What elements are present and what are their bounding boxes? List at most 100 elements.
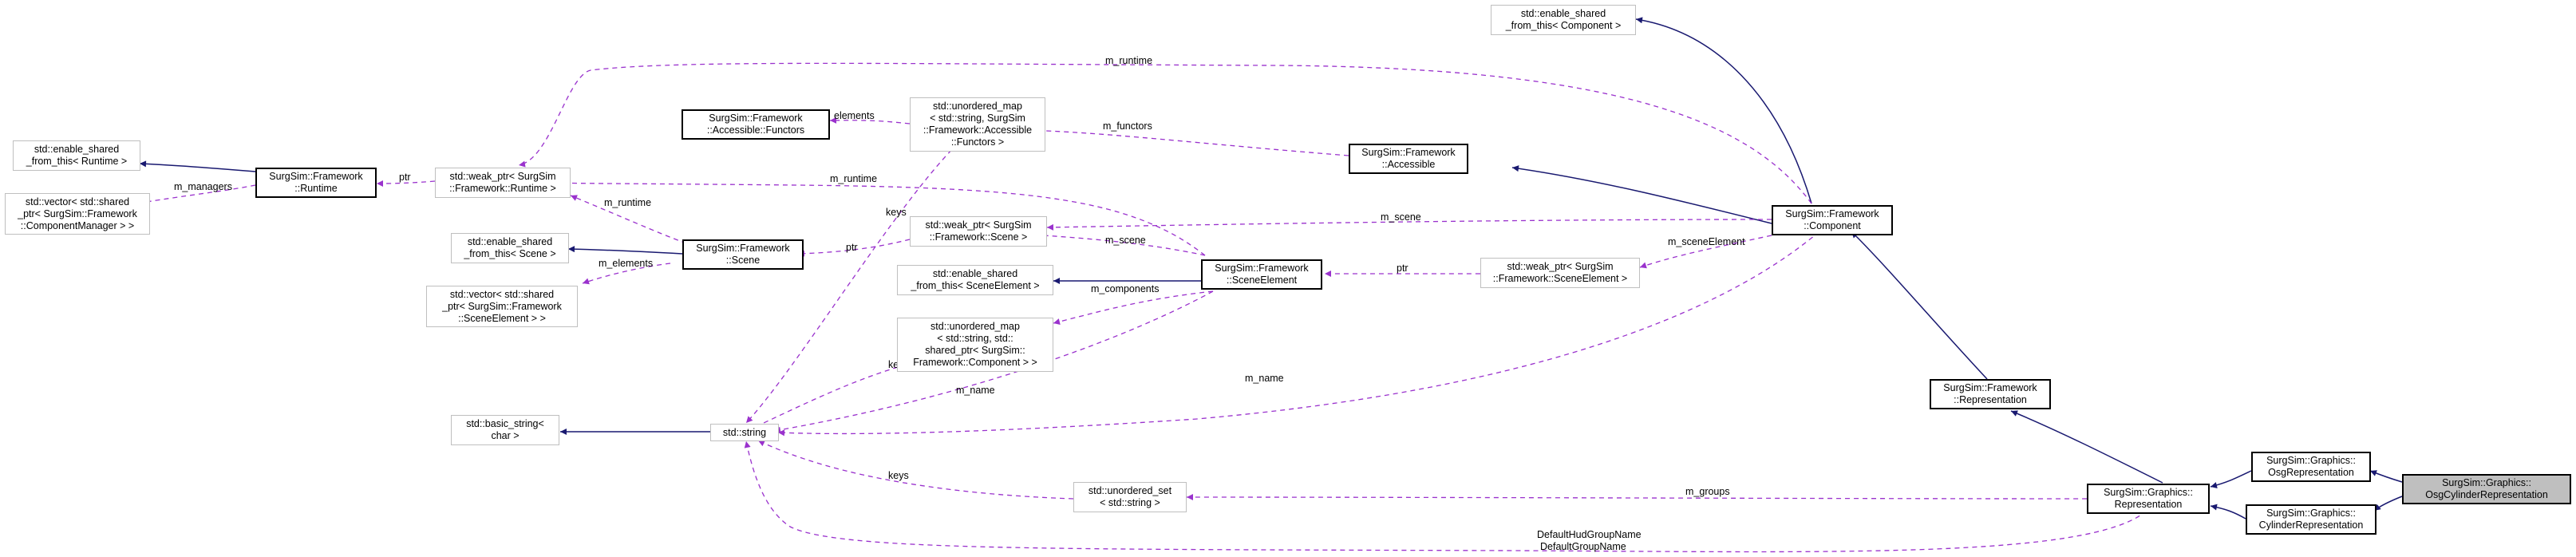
node-cylinder-representation[interactable]: SurgSim::Graphics:: CylinderRepresentati… [2246, 504, 2376, 535]
node-text: < std::string, SurgSim [930, 113, 1025, 124]
node-text: SurgSim::Framework [1943, 382, 2037, 393]
node-text: _ptr< SurgSim::Framework [442, 300, 562, 312]
label-m-name-component: m_name [1245, 373, 1284, 384]
node-text: ::Framework::Runtime > [449, 183, 556, 194]
edge-unordered-set-keys [757, 440, 1074, 500]
node-enable-shared-scene-element[interactable]: std::enable_shared _from_this< SceneElem… [897, 265, 1053, 295]
node-enable-shared-scene[interactable]: std::enable_shared _from_this< Scene > [451, 233, 569, 263]
edge-runtime-managers [136, 184, 256, 206]
node-string[interactable]: std::string [710, 424, 779, 441]
edge-component-to-accessible [1511, 165, 1772, 224]
label-default-hud-group: DefaultHudGroupName [1537, 529, 1642, 540]
edge-scene-elements [582, 263, 671, 285]
edge-scene-element-runtime-mid [550, 180, 1206, 256]
node-text: ::ComponentManager > > [20, 219, 135, 231]
node-unordered-set[interactable]: std::unordered_set < std::string > [1073, 482, 1187, 512]
node-text: SurgSim::Framework [1361, 147, 1456, 158]
node-text: SurgSim::Framework [1785, 208, 1879, 219]
node-text: std::basic_string< [466, 418, 544, 429]
edge-framework-rep-to-component [1851, 231, 1988, 380]
label-m-sceneElement: m_sceneElement [1668, 236, 1745, 247]
label-keys-functors: keys [886, 207, 907, 218]
node-accessible-functors[interactable]: SurgSim::Framework ::Accessible::Functor… [682, 109, 830, 140]
node-weak-ptr-runtime[interactable]: std::weak_ptr< SurgSim ::Framework::Runt… [435, 168, 571, 198]
node-text: std::enable_shared [932, 268, 1018, 279]
label-m-name-scene-element: m_name [956, 385, 995, 396]
label-m-runtime-top: m_runtime [1105, 55, 1152, 66]
edge-component-runtime-top [518, 62, 1812, 204]
edge-scene-element-weak-scene [1029, 231, 1206, 256]
node-text: SurgSim::Framework [269, 171, 363, 182]
node-scene[interactable]: SurgSim::Framework ::Scene [682, 239, 804, 270]
node-text: std::weak_ptr< SurgSim [925, 219, 1032, 231]
node-text: ::Scene [725, 255, 761, 266]
edge-cylinder-rep-to-graphics-rep [2210, 504, 2246, 519]
node-text: ::SceneElement [1226, 275, 1298, 286]
node-text: shared_ptr< SurgSim:: [925, 345, 1025, 356]
node-accessible[interactable]: SurgSim::Framework ::Accessible [1349, 144, 1468, 174]
node-text: < std::string > [1100, 497, 1160, 508]
node-framework-representation[interactable]: SurgSim::Framework ::Representation [1930, 379, 2051, 409]
edge-osg-cylinder-to-osg-rep [2369, 470, 2403, 483]
node-text: _from_this< Component > [1505, 20, 1622, 31]
edge-accessible-functors [1021, 127, 1349, 156]
node-basic-string[interactable]: std::basic_string< char > [451, 415, 559, 445]
node-text: SurgSim::Framework [696, 243, 790, 254]
label-m-groups: m_groups [1685, 486, 1730, 497]
node-text: ::Accessible [1381, 159, 1436, 170]
edge-scene-to-enable-shared [567, 246, 683, 255]
label-m-runtime-mid: m_runtime [830, 173, 877, 184]
label-m-managers: m_managers [174, 181, 232, 192]
edge-graphics-rep-to-framework-rep [2010, 410, 2163, 484]
edge-component-weak-scene [1046, 219, 1772, 231]
node-text: ::Component [1804, 220, 1861, 231]
node-weak-ptr-scene[interactable]: std::weak_ptr< SurgSim ::Framework::Scen… [910, 216, 1047, 247]
node-text: SurgSim::Graphics:: [2266, 455, 2356, 466]
node-text: _from_this< Scene > [464, 248, 556, 259]
node-text: ::SceneElement > > [458, 312, 546, 324]
edge-component-map-keys [749, 366, 899, 430]
node-text: std::string [722, 426, 767, 438]
node-runtime[interactable]: SurgSim::Framework ::Runtime [255, 168, 377, 198]
label-ptr-runtime: ptr [399, 172, 411, 183]
node-text: SurgSim::Framework [709, 113, 803, 124]
edge-graphics-rep-groups [1186, 494, 2088, 501]
node-text: std::unordered_set [1088, 485, 1172, 496]
node-text: SurgSim::Graphics:: [2266, 508, 2356, 519]
node-graphics-representation[interactable]: SurgSim::Graphics:: Representation [2087, 484, 2210, 514]
node-text: OsgRepresentation [2268, 467, 2354, 478]
node-text: SurgSim::Graphics:: [2442, 477, 2531, 488]
node-text: ::Runtime [294, 183, 338, 194]
node-weak-ptr-scene-element[interactable]: std::weak_ptr< SurgSim ::Framework::Scen… [1480, 258, 1640, 288]
label-elements: elements [834, 110, 875, 121]
node-unordered-map-component[interactable]: std::unordered_map < std::string, std:: … [897, 318, 1053, 372]
node-text: std::weak_ptr< SurgSim [449, 171, 556, 182]
label-default-group: DefaultGroupName [1540, 541, 1626, 552]
node-scene-element[interactable]: SurgSim::Framework ::SceneElement [1201, 259, 1322, 290]
node-text: std::vector< std::shared [25, 196, 130, 207]
node-component[interactable]: SurgSim::Framework ::Component [1772, 205, 1893, 235]
node-text: < std::string, std:: [937, 333, 1013, 344]
node-unordered-map-functors[interactable]: std::unordered_map < std::string, SurgSi… [910, 97, 1045, 152]
node-enable-shared-runtime[interactable]: std::enable_shared _from_this< Runtime > [13, 140, 140, 171]
edge-scene-runtime [570, 195, 687, 244]
label-m-runtime-scene: m_runtime [604, 197, 651, 208]
node-text: ::Functors > [950, 136, 1005, 148]
node-text: SurgSim::Graphics:: [2104, 487, 2193, 498]
label-m-scene-element: m_scene [1105, 235, 1146, 246]
label-m-scene-component: m_scene [1381, 211, 1421, 223]
node-vector-scene-element[interactable]: std::vector< std::shared _ptr< SurgSim::… [426, 286, 578, 327]
node-enable-shared-component[interactable]: std::enable_shared _from_this< Component… [1491, 5, 1636, 35]
node-text: CylinderRepresentation [2258, 519, 2364, 531]
node-text: ::Accessible::Functors [706, 124, 805, 136]
node-text: _from_this< Runtime > [26, 156, 128, 167]
edge-osg-rep-to-graphics-rep [2210, 470, 2252, 488]
node-text: ::Framework::Accessible [923, 124, 1033, 136]
node-text: Representation [2114, 499, 2183, 510]
node-vector-component-manager[interactable]: std::vector< std::shared _ptr< SurgSim::… [5, 193, 150, 235]
node-osg-cylinder-representation[interactable]: SurgSim::Graphics:: OsgCylinderRepresent… [2402, 474, 2571, 504]
label-ptr-scene: ptr [846, 242, 858, 253]
node-osg-representation[interactable]: SurgSim::Graphics:: OsgRepresentation [2251, 452, 2371, 482]
node-text: ::Framework::Scene > [929, 231, 1028, 243]
node-text: _from_this< SceneElement > [911, 280, 1040, 291]
